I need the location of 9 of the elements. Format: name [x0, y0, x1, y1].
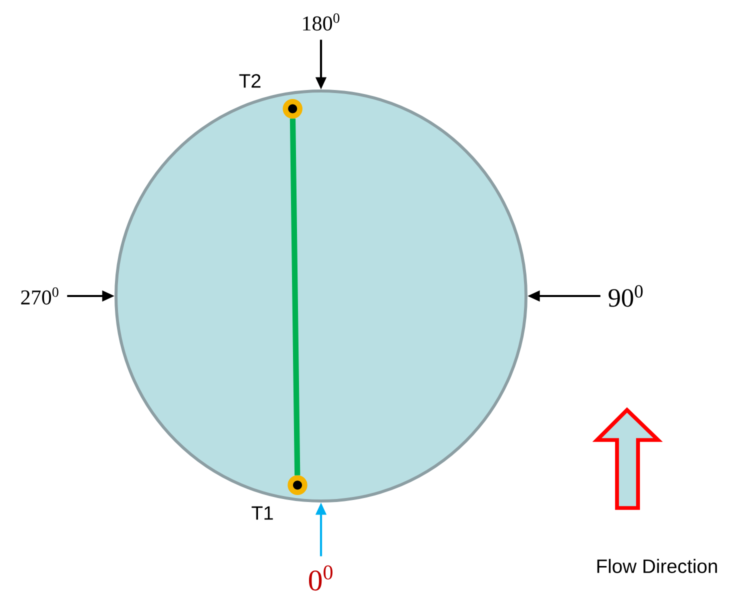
marker-label: T1	[252, 506, 273, 520]
angle-label: 0$^{0}$	[309, 565, 332, 591]
disk-drawing	[114, 90, 528, 502]
angle-label: 180$^{0}$	[303, 13, 340, 31]
connector-line	[290, 118, 300, 476]
angle-label: 90$^{0}$	[608, 285, 643, 307]
angle-label: 270$^{0}$	[21, 287, 58, 305]
caption: Flow Direction	[597, 558, 717, 574]
marker-label: T2	[239, 74, 260, 88]
